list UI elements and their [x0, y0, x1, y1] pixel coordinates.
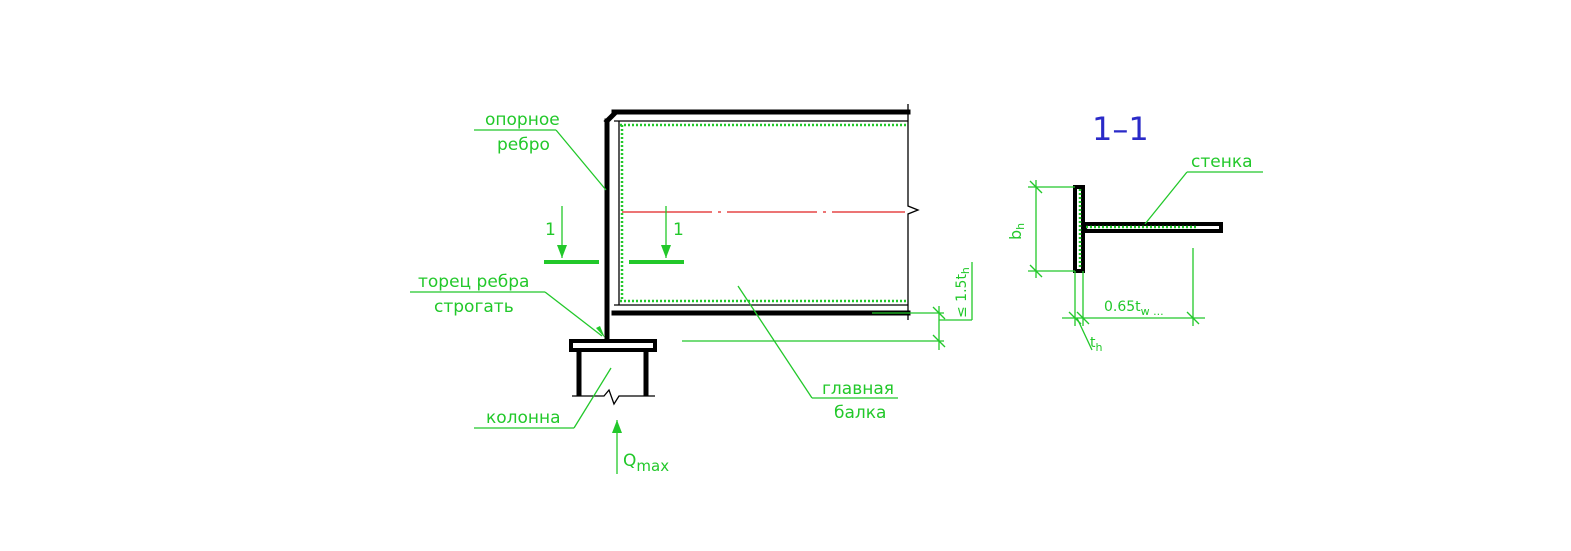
reaction-arrow-icon [612, 420, 622, 433]
label-main-beam-2: балка [834, 403, 886, 423]
label-bearing-rib-2: ребро [497, 135, 550, 155]
section-mark-right: 1 [673, 220, 684, 240]
section-mark-left: 1 [545, 220, 556, 240]
break-line [907, 104, 920, 320]
dim-thickness-sub: h [1096, 341, 1103, 354]
bearing-rib [603, 110, 618, 343]
section-marks: 1 1 [544, 206, 684, 264]
section-title: 1–1 [1092, 110, 1149, 148]
dim-weld-main: 0.65t [1104, 299, 1141, 315]
label-qmax: Qmax [623, 451, 669, 475]
label-q: Q [623, 451, 636, 471]
label-column: колонна [486, 408, 561, 428]
column-cap-plate [569, 339, 657, 352]
label-rib-end-2: строгать [434, 297, 514, 317]
dim-width-sub: h [1014, 223, 1027, 230]
dim-projection-main: ≤ 1.5t [954, 274, 970, 318]
dim-thickness-main: t [1090, 335, 1096, 351]
label-dim-width: bh [1006, 223, 1027, 240]
label-web: стенка [1191, 152, 1253, 172]
label-dim-weld-zone: 0.65tw ... [1104, 299, 1164, 318]
leader-bearing-rib: опорное ребро [474, 110, 607, 191]
section-web [1083, 222, 1223, 233]
section-arrow-right-icon [661, 245, 671, 258]
dim-projection-sub: h [959, 267, 972, 274]
leader-main-beam: главная балка [737, 285, 898, 423]
label-q-sub: max [636, 457, 669, 475]
leader-rib-end: торец ребра строгать [410, 272, 605, 338]
section-arrow-left-icon [557, 245, 567, 258]
label-rib-end-1: торец ребра [418, 272, 529, 292]
section-1-1: 1–1 стенка bh 0.65tw ... th [1006, 110, 1263, 354]
leader-column: колонна [474, 367, 612, 429]
main-beam [611, 104, 920, 320]
column-break-line [572, 388, 655, 406]
support-reaction: Qmax [612, 420, 669, 475]
label-dim-projection: ≤ 1.5th [954, 267, 972, 318]
dim-weld-sub: w ... [1141, 305, 1164, 318]
leader-arrow-icon [596, 326, 605, 338]
label-dim-thickness: th [1090, 335, 1103, 354]
column [569, 339, 657, 406]
dim-width-main: b [1006, 230, 1025, 240]
dimension-rib-projection: ≤ 1.5th [682, 262, 973, 350]
label-bearing-rib-1: опорное [485, 110, 560, 130]
label-main-beam-1: главная [822, 379, 894, 399]
